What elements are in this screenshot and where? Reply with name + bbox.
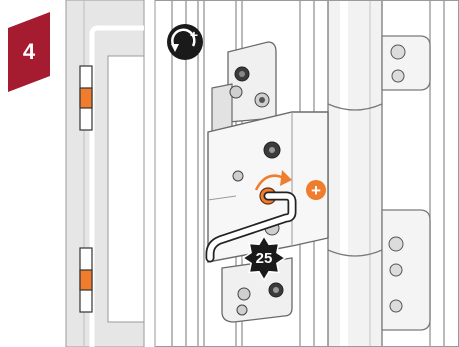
hinge-detail-view: 25 + + <box>155 0 459 347</box>
bottom-hinge-marker <box>80 248 92 312</box>
rotate-plus-symbol: + <box>190 27 198 43</box>
step-number: 4 <box>23 39 36 64</box>
adjust-plus-symbol: + <box>311 181 321 200</box>
hinge-barrel <box>328 0 382 347</box>
step-badge: 4 <box>8 12 50 92</box>
window-frame-overview <box>66 0 144 347</box>
rotate-clockwise-plus-icon: + <box>167 24 203 60</box>
torx-size-label: 25 <box>256 250 273 267</box>
upper-right-bracket <box>382 36 430 90</box>
plus-circle-icon: + <box>306 180 326 200</box>
lower-right-bracket <box>382 210 430 330</box>
top-hinge-marker <box>80 66 92 130</box>
